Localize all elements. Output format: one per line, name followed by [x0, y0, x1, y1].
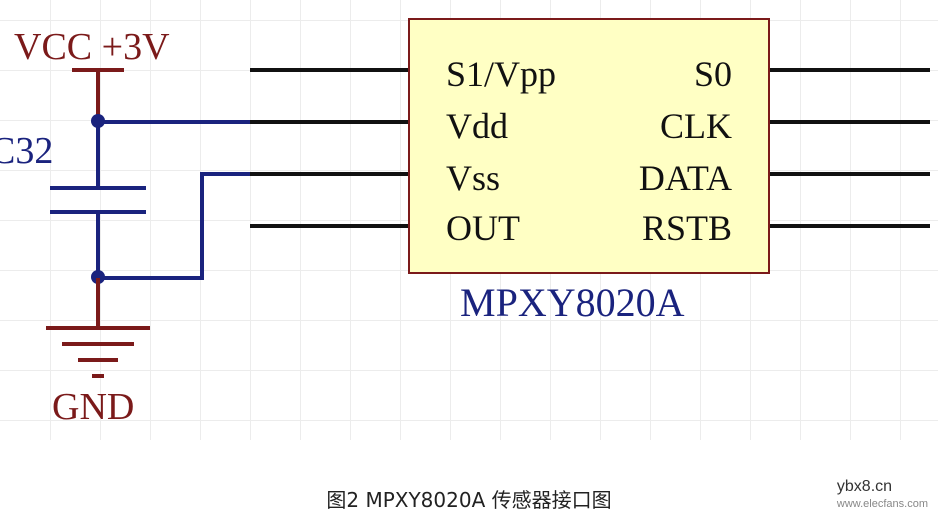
vdd-wire: [98, 120, 250, 124]
vss-wire-top: [200, 172, 250, 176]
chip-name: MPXY8020A: [460, 280, 685, 325]
vss-wire-bottom: [98, 276, 202, 280]
grid-line: [400, 0, 401, 440]
pin-line-right: [770, 224, 930, 228]
grid-line: [850, 0, 851, 440]
grid-line: [350, 0, 351, 440]
gnd-bar-1: [46, 326, 150, 330]
pin-line-left: [250, 224, 408, 228]
gnd-bar-4: [92, 374, 104, 378]
grid-line: [0, 320, 938, 321]
pin-label-s0: S0: [693, 54, 732, 94]
pin-label-vss: Vss: [446, 158, 501, 198]
pin-line-right: [770, 172, 930, 176]
watermark: ybx8.cn www.elecfans.com: [837, 478, 928, 510]
gnd-bar-3: [78, 358, 118, 362]
grid-line: [50, 0, 51, 440]
chip-body: S1/Vpp Vdd Vss OUT S0 CLK DATA RSTB: [408, 18, 770, 274]
pin-label-vdd: Vdd: [446, 106, 508, 146]
watermark-url: www.elecfans.com: [836, 498, 928, 510]
pin-line-left: [250, 68, 408, 72]
figure-caption: 图2 MPXY8020A 传感器接口图: [326, 488, 612, 512]
grid-line: [800, 0, 801, 440]
grid-line: [900, 0, 901, 440]
pin-line-left: [250, 172, 408, 176]
gnd-label: GND: [52, 386, 135, 428]
pin-line-right: [770, 68, 930, 72]
gnd-stem: [96, 278, 100, 328]
pin-label-s1vpp: S1/Vpp: [446, 54, 557, 94]
vss-wire-vertical: [200, 172, 204, 280]
pin-label-out: OUT: [446, 208, 520, 248]
vcc-stem: [96, 68, 100, 120]
pin-label-rstb: RSTB: [641, 208, 732, 248]
grid-line: [0, 420, 938, 421]
capacitor-plate-bottom: [50, 210, 146, 214]
rail-wire-top: [96, 120, 100, 188]
schematic-canvas: VCC +3V C32 GND S1/Vpp Vdd Vss OUT S0 CL…: [0, 0, 938, 440]
grid-line: [150, 0, 151, 440]
pin-line-left: [250, 120, 408, 124]
capacitor-label: C32: [0, 130, 54, 172]
watermark-text: ybx8.cn: [836, 478, 893, 495]
grid-line: [0, 370, 938, 371]
capacitor-plate-top: [50, 186, 146, 190]
grid-line: [100, 0, 101, 440]
grid-line: [300, 0, 301, 440]
pin-label-data: DATA: [638, 158, 732, 198]
pin-line-right: [770, 120, 930, 124]
grid-line: [250, 0, 251, 440]
rail-wire-bottom: [96, 214, 100, 278]
pin-label-clk: CLK: [660, 106, 732, 146]
gnd-bar-2: [62, 342, 134, 346]
vcc-label: VCC +3V: [14, 26, 170, 68]
